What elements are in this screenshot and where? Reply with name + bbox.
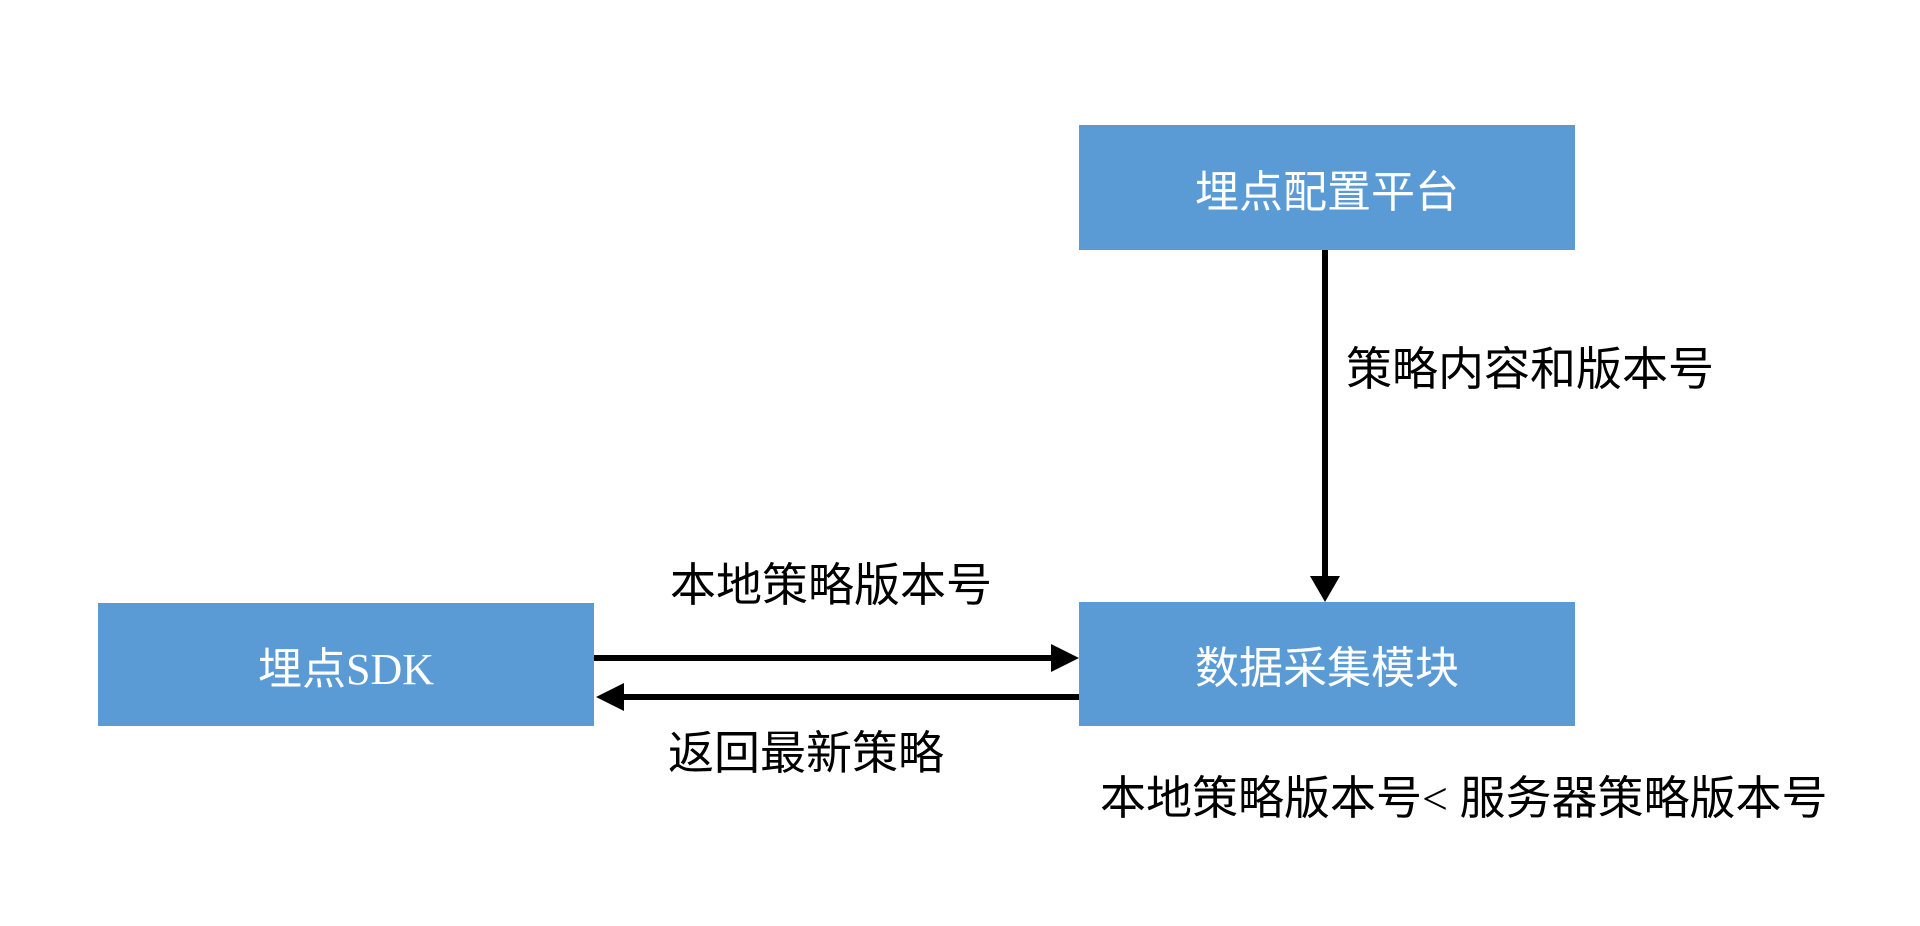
condition-annotation: 本地策略版本号< 服务器策略版本号 — [1100, 773, 1828, 824]
arrow-right-icon — [1051, 644, 1079, 672]
local-version-arrow-line — [594, 655, 1051, 661]
arrow-down-icon — [1310, 576, 1340, 602]
node-data-collector: 数据采集模块 — [1079, 602, 1575, 726]
edge-label-local-version: 本地策略版本号 — [670, 560, 992, 611]
arrow-left-icon — [596, 683, 624, 711]
return-policy-arrow-line — [624, 694, 1079, 700]
edge-label-policy-content: 策略内容和版本号 — [1346, 344, 1714, 395]
node-config-platform: 埋点配置平台 — [1079, 125, 1575, 250]
node-sdk: 埋点SDK — [98, 603, 594, 726]
policy-push-arrow-line — [1322, 250, 1328, 578]
edge-label-return-policy: 返回最新策略 — [668, 728, 944, 779]
